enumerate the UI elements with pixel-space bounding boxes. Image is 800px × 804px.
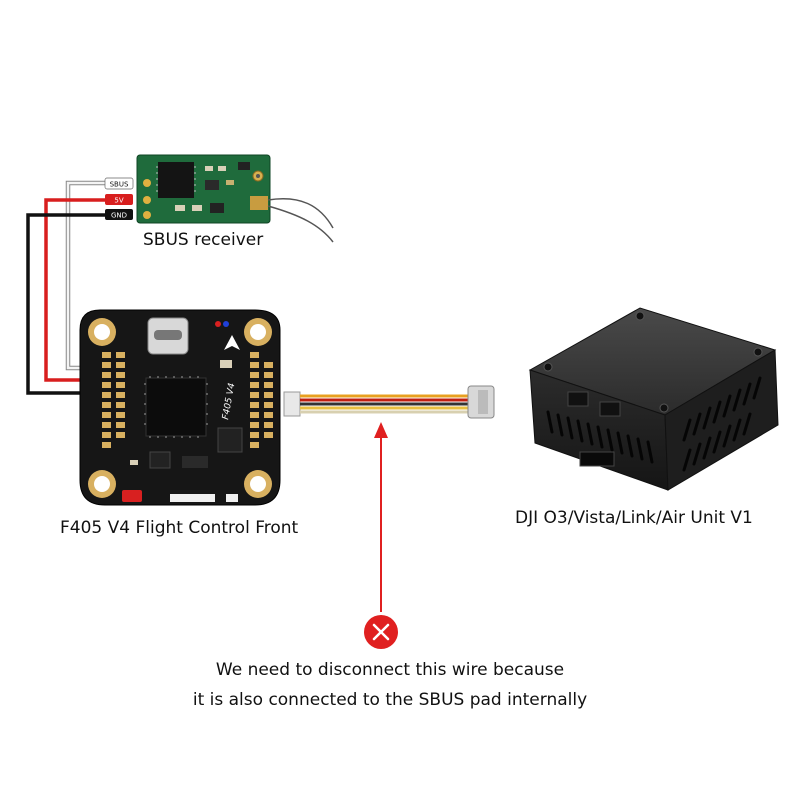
disconnect-arrow	[374, 422, 388, 612]
flight-controller-board: F405 V4	[79, 309, 281, 506]
air-unit-label: DJI O3/Vista/Link/Air Unit V1	[515, 508, 753, 528]
receiver-label: SBUS receiver	[143, 230, 264, 250]
air-unit-cable	[283, 385, 495, 419]
pin-label-gnd-text: GND	[111, 212, 127, 220]
mounting-hole	[244, 318, 272, 346]
disconnect-note: We need to disconnect this wire because …	[130, 655, 650, 715]
mounting-hole	[88, 470, 116, 498]
pin-label-sbus: SBUS	[104, 177, 134, 190]
ground-wire-black	[26, 213, 130, 395]
flight-controller-label: F405 V4 Flight Control Front	[60, 518, 299, 538]
power-wire-red	[44, 198, 130, 382]
mcu-chip	[145, 377, 207, 437]
mounting-hole	[88, 318, 116, 346]
pin-label-gnd: GND	[105, 209, 133, 220]
x-circle-icon	[364, 615, 398, 649]
mounting-hole	[244, 470, 272, 498]
pin-label-sbus-text: SBUS	[110, 181, 129, 189]
sbus-receiver-board	[136, 154, 271, 224]
pin-label-5v-text: 5V	[114, 197, 123, 205]
receiver-antennas	[267, 198, 334, 243]
note-line-1: We need to disconnect this wire because	[215, 660, 565, 680]
dji-air-unit	[528, 307, 779, 491]
pin-label-5v: 5V	[105, 194, 133, 205]
note-line-2: it is also connected to the SBUS pad int…	[192, 690, 588, 710]
